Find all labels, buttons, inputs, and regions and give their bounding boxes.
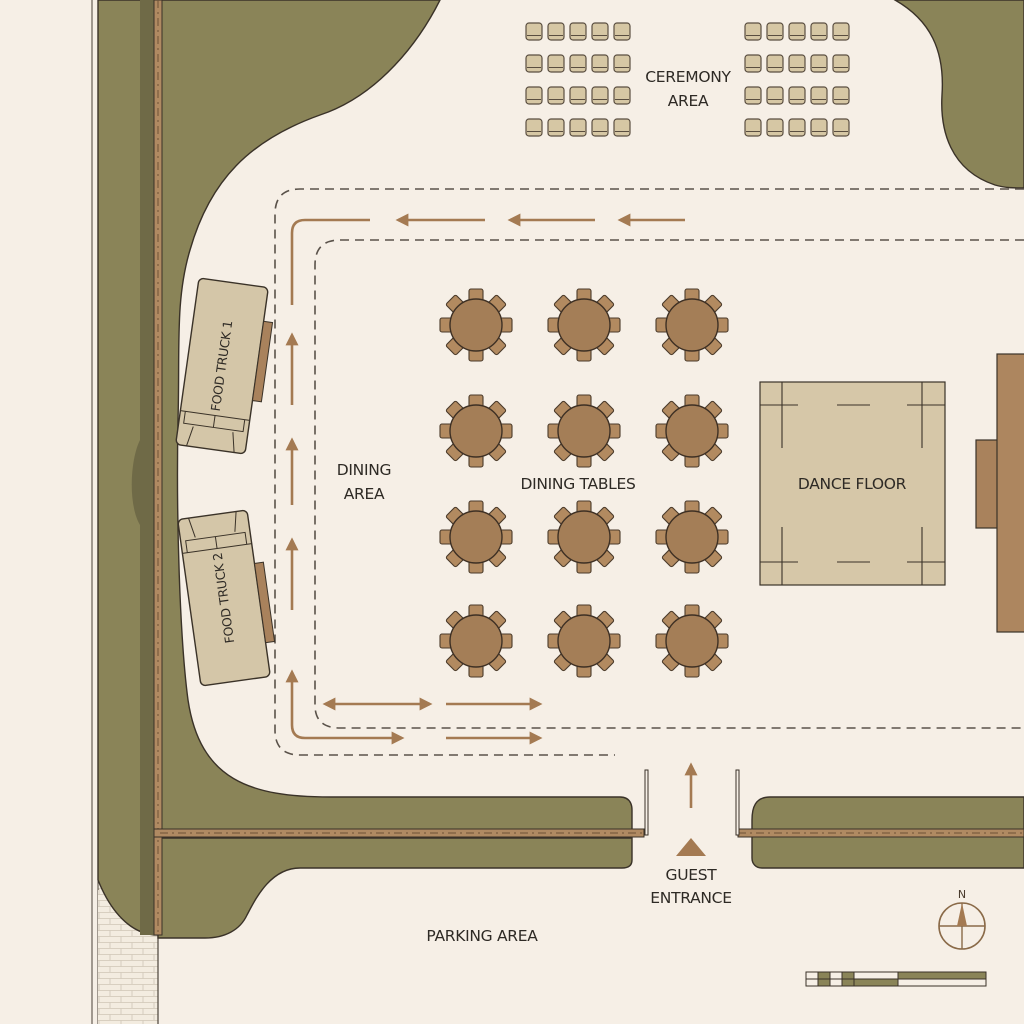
food-truck-1[interactable]: FOOD TRUCK 1 [175, 277, 278, 455]
dining-table[interactable] [439, 500, 513, 574]
stage[interactable] [975, 353, 1024, 633]
dining-area-label-2: AREA [344, 485, 385, 503]
dance-floor[interactable]: DANCE FLOOR [759, 381, 946, 586]
ceremony-chair[interactable] [810, 22, 828, 41]
ceremony-chair[interactable] [788, 22, 806, 41]
ceremony-area-label-2: AREA [668, 92, 709, 110]
ceremony-chair[interactable] [613, 118, 631, 137]
grass-area-southwest [157, 837, 633, 939]
ceremony-chair[interactable] [832, 54, 850, 73]
ceremony-chair[interactable] [766, 86, 784, 105]
ceremony-chair[interactable] [744, 118, 762, 137]
ceremony-chair[interactable] [591, 86, 609, 105]
dining-table[interactable] [547, 604, 621, 678]
dining-tables-label: DINING TABLES [520, 475, 635, 493]
dining-table[interactable] [655, 604, 729, 678]
grass-strip-dark [140, 0, 154, 935]
north-label: N [958, 888, 966, 901]
ceremony-chair[interactable] [766, 54, 784, 73]
ceremony-chair[interactable] [569, 22, 587, 41]
ceremony-chair[interactable] [832, 86, 850, 105]
dining-table[interactable] [655, 288, 729, 362]
ceremony-chair[interactable] [810, 54, 828, 73]
walkway-arrows [285, 213, 698, 808]
ceremony-chair[interactable] [766, 118, 784, 137]
ceremony-chair[interactable] [810, 86, 828, 105]
ceremony-chair[interactable] [525, 118, 543, 137]
ceremony-chair[interactable] [547, 86, 565, 105]
ceremony-chair[interactable] [569, 86, 587, 105]
ceremony-chair[interactable] [525, 54, 543, 73]
north-arrow-icon: N [938, 888, 986, 950]
ceremony-chair[interactable] [591, 22, 609, 41]
dining-table[interactable] [439, 394, 513, 468]
ceremony-chair[interactable] [613, 22, 631, 41]
ceremony-chair[interactable] [613, 86, 631, 105]
ceremony-chair[interactable] [569, 118, 587, 137]
ceremony-area-label-1: CEREMONY [645, 68, 731, 86]
ceremony-chair[interactable] [525, 86, 543, 105]
entrance-triangle-icon [676, 838, 706, 856]
ceremony-chair[interactable] [613, 54, 631, 73]
grass-area-northeast [893, 0, 1024, 189]
ceremony-chair[interactable] [788, 54, 806, 73]
grass-bump [131, 440, 140, 525]
ceremony-chair[interactable] [832, 22, 850, 41]
dining-table[interactable] [547, 500, 621, 574]
ceremony-chair[interactable] [810, 118, 828, 137]
dining-table[interactable] [655, 394, 729, 468]
ceremony-chair[interactable] [832, 118, 850, 137]
guest-entrance-label-1: GUEST [666, 866, 718, 884]
dining-table[interactable] [655, 500, 729, 574]
perimeter-fence [153, 0, 1024, 936]
dining-table[interactable] [547, 288, 621, 362]
dining-area-label-1: DINING [337, 461, 391, 479]
ceremony-chair[interactable] [547, 54, 565, 73]
ceremony-chair[interactable] [569, 54, 587, 73]
scale-bar [805, 971, 987, 987]
ceremony-chair[interactable] [525, 22, 543, 41]
food-truck-2[interactable]: FOOD TRUCK 2 [177, 509, 280, 687]
ceremony-chair[interactable] [766, 22, 784, 41]
ceremony-chair[interactable] [591, 54, 609, 73]
ceremony-chair[interactable] [591, 118, 609, 137]
parking-area-label: PARKING AREA [426, 927, 538, 945]
ceremony-chair[interactable] [744, 86, 762, 105]
ceremony-chair[interactable] [547, 118, 565, 137]
guest-entrance-label-2: ENTRANCE [650, 889, 731, 907]
ceremony-chair[interactable] [744, 54, 762, 73]
dining-table[interactable] [439, 604, 513, 678]
ceremony-chair[interactable] [744, 22, 762, 41]
ceremony-chair[interactable] [547, 22, 565, 41]
dance-floor-label: DANCE FLOOR [798, 475, 907, 493]
ceremony-chair[interactable] [788, 86, 806, 105]
dining-table[interactable] [439, 288, 513, 362]
dining-table[interactable] [547, 394, 621, 468]
entrance-gate [644, 769, 740, 836]
ceremony-chair[interactable] [788, 118, 806, 137]
